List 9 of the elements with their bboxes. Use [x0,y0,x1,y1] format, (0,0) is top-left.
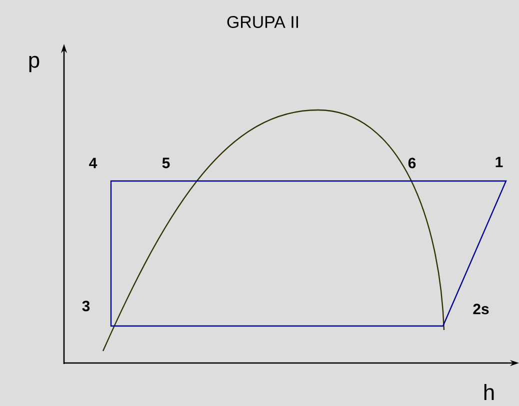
point-label: 3 [82,300,90,312]
point-label: 2s [473,304,489,314]
point-label: 5 [162,158,170,168]
title: GRUPA II [227,16,298,28]
point-label: 4 [89,158,98,168]
axis-label: p [29,56,40,72]
point-label: 6 [408,158,416,168]
axis-label: h [484,384,494,400]
point-label: 1 [496,156,503,168]
